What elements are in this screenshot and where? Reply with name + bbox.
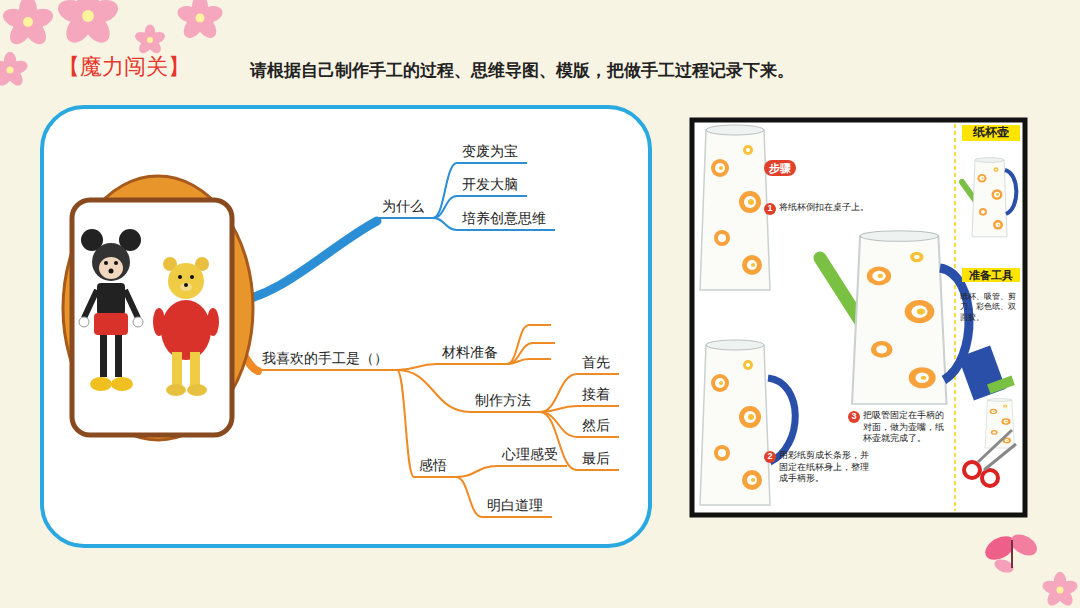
step-heading: 步骤 (764, 160, 796, 176)
branch-topic: 感悟 (414, 457, 456, 478)
branch-topic: 我喜欢的手工是（） (257, 350, 397, 371)
branch-line (397, 364, 437, 370)
butterfly (981, 530, 1040, 575)
picture-panel (692, 120, 1025, 515)
topic-text: 心理感受 (502, 447, 558, 462)
topic-text: 最后 (582, 451, 610, 466)
branch-topic: 明白道理 (482, 497, 552, 518)
branch-line (433, 218, 457, 230)
empty-branch (507, 359, 551, 364)
topic-text: 感悟 (419, 458, 447, 473)
craft-figures (63, 176, 253, 440)
empty-branch (507, 343, 555, 364)
branch-topic: 开发大脑 (457, 176, 527, 197)
branch-topic: 心理感受 (497, 446, 567, 467)
topic-text: 接着 (582, 387, 610, 402)
branch-topic: 变废为宝 (457, 143, 527, 164)
topic-text: 材料准备 (442, 345, 498, 360)
branch-topic: 然后 (577, 417, 619, 438)
column-divider (954, 124, 956, 511)
branch-line (433, 163, 457, 218)
step-text: 用彩纸剪成长条形，并固定在纸杯身上，整理成手柄形。 (779, 450, 871, 485)
branch-line (540, 406, 577, 412)
mindmap-frame (42, 107, 650, 546)
tab-label: 纸杯壶 (962, 125, 1020, 141)
topic-text: 为什么 (382, 199, 424, 214)
branch-topic: 首先 (577, 354, 619, 375)
tools-text: 纸杯、吸管、剪刀、彩色纸、双面胶。 (960, 292, 1020, 323)
callout-number: 3 (848, 411, 860, 423)
main-branch (232, 221, 377, 302)
branch-line (540, 374, 577, 412)
branch-topic: 最后 (577, 450, 619, 471)
branch-topic: 制作方法 (470, 392, 540, 413)
branch-topic: 为什么 (377, 198, 433, 219)
topic-text: 我喜欢的手工是（） (262, 351, 388, 366)
branch-line (456, 477, 482, 517)
branch-line (397, 370, 470, 412)
branch-line (540, 412, 577, 437)
topic-text: 变废为宝 (462, 144, 518, 159)
branch-line (433, 196, 457, 218)
branch-line (397, 370, 414, 477)
branch-topic: 培养创意思维 (457, 210, 555, 231)
step-text: 将纸杯倒扣在桌子上。 (779, 202, 879, 214)
callout-number: 1 (764, 203, 776, 215)
topic-text: 制作方法 (475, 393, 531, 408)
topic-text: 明白道理 (487, 498, 543, 513)
topic-text: 培养创意思维 (462, 211, 546, 226)
topic-text: 首先 (582, 355, 610, 370)
tab-label: 准备工具 (962, 268, 1020, 282)
callout-number: 2 (764, 451, 776, 463)
instruction-text: 请根据自己制作手工的过程、思维导图、模版，把做手工过程记录下来。 (250, 60, 794, 82)
branch-topic: 材料准备 (437, 344, 507, 365)
title-text: 【魔力闯关】 (58, 52, 190, 82)
branch-topic: 接着 (577, 386, 619, 407)
branch-line (456, 466, 497, 477)
topic-text: 然后 (582, 418, 610, 433)
topic-text: 开发大脑 (462, 177, 518, 192)
step-text: 把吸管固定在手柄的对面，做为壶嘴，纸杯壶就完成了。 (863, 410, 949, 445)
